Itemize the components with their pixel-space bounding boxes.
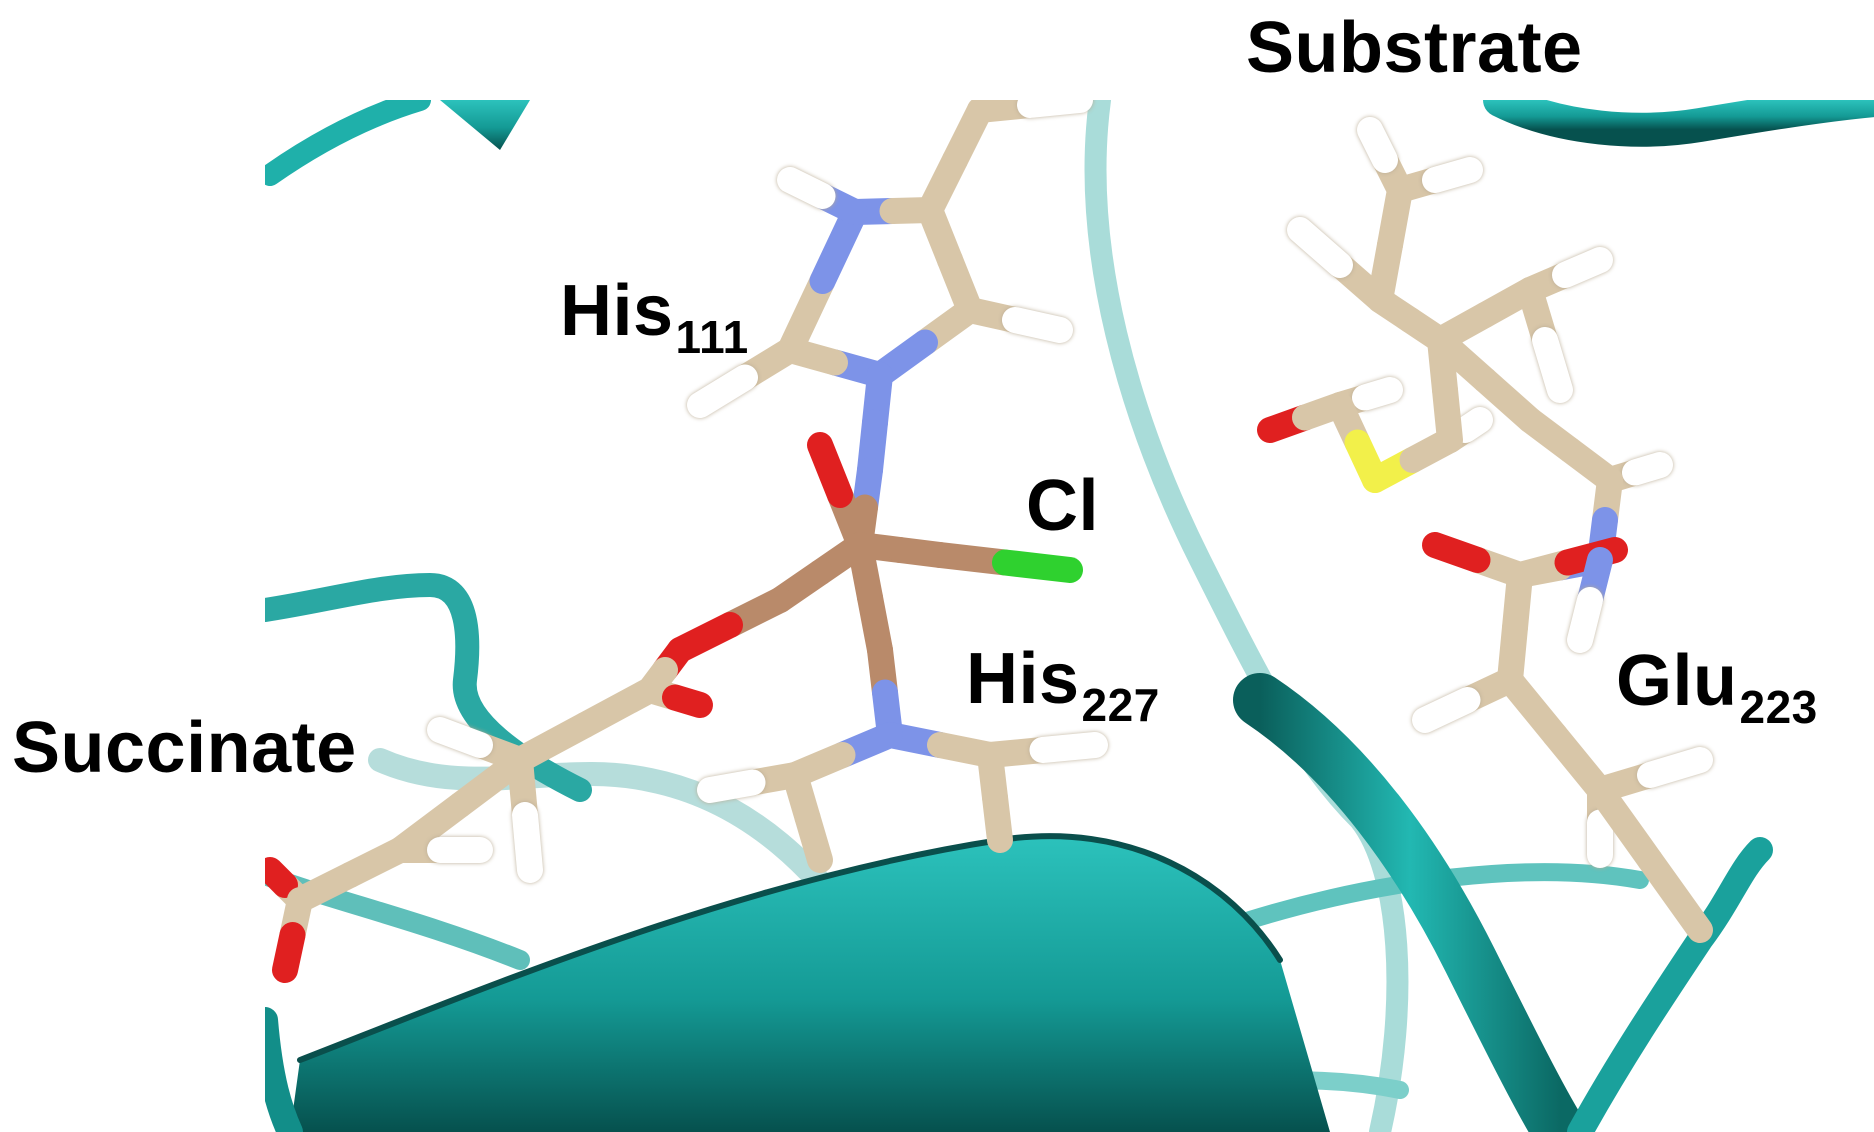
bond-39-half-1 bbox=[1452, 407, 1493, 443]
bond-33-half-1 bbox=[265, 857, 298, 898]
bond-22-half-1 bbox=[697, 769, 766, 803]
his227-residue-number: 227 bbox=[1081, 679, 1160, 731]
chlorine-label: Cl bbox=[1026, 466, 1099, 546]
substrate-label: Substrate bbox=[1246, 8, 1583, 88]
bond-26-half-1 bbox=[662, 684, 713, 718]
his227-residue-name: His bbox=[966, 639, 1080, 719]
bond-36-half-1 bbox=[1352, 377, 1403, 411]
bond-34-half-1 bbox=[272, 922, 306, 983]
bond-23-half-1 bbox=[794, 804, 833, 873]
his111-residue-name: His bbox=[560, 271, 674, 351]
bond-54-half-1 bbox=[1422, 532, 1491, 573]
bond-24-half-1 bbox=[982, 784, 1013, 853]
glu223-residue-number: 223 bbox=[1739, 681, 1818, 733]
bond-59-half-1 bbox=[1637, 747, 1713, 788]
bond-20-half-1 bbox=[1029, 732, 1108, 763]
bond-47-half-1 bbox=[1552, 247, 1613, 288]
protein-ribbons bbox=[265, 100, 1874, 1132]
stick-bonds bbox=[265, 100, 1713, 983]
bond-61-half-0 bbox=[1587, 777, 1663, 873]
glu223-label: Glu223 bbox=[1616, 645, 1818, 730]
bond-48-half-1 bbox=[1532, 327, 1573, 403]
glu223-residue-name: Glu bbox=[1616, 641, 1738, 721]
his111-residue-number: 111 bbox=[675, 311, 749, 363]
bond-57-half-1 bbox=[1412, 687, 1481, 733]
bond-29-half-1 bbox=[512, 802, 543, 883]
his111-label: His111 bbox=[560, 275, 749, 360]
bond-9-half-1 bbox=[1017, 100, 1093, 118]
bond-14-half-1 bbox=[992, 549, 1083, 583]
bond-28-half-1 bbox=[427, 717, 493, 758]
bond-12-half-1 bbox=[807, 432, 853, 508]
bond-42-half-1 bbox=[1287, 217, 1353, 278]
his227-label: His227 bbox=[966, 643, 1160, 728]
bond-5-half-1 bbox=[777, 167, 836, 209]
bond-6-half-1 bbox=[1002, 307, 1073, 343]
bond-45-half-1 bbox=[1422, 157, 1483, 193]
bond-62-half-1 bbox=[1567, 587, 1603, 653]
bond-44-half-1 bbox=[1357, 117, 1398, 173]
succinate-label: Succinate bbox=[12, 708, 357, 788]
bond-7-half-1 bbox=[687, 364, 758, 418]
bond-51-half-1 bbox=[1622, 452, 1673, 486]
bond-61-half-1 bbox=[1637, 847, 1713, 943]
